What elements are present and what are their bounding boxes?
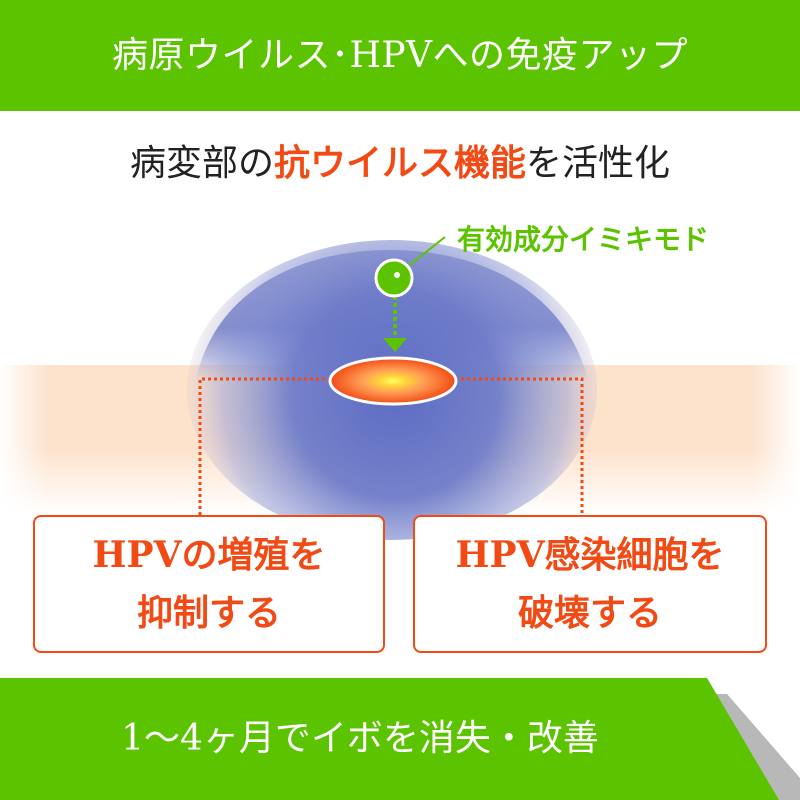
footer-banner xyxy=(0,678,779,800)
ingredient-label: 有効成分イミキモド xyxy=(457,223,709,256)
effect-box-destroy-line1: HPV感染細胞を xyxy=(455,534,725,576)
subtitle: 病変部の抗ウイルス機能を活性化 xyxy=(0,134,800,186)
effect-box-destroy: HPV感染細胞を 破壊する xyxy=(413,515,767,653)
ingredient-particle-dot xyxy=(394,272,400,278)
lesion xyxy=(328,356,458,406)
ingredient-arrow-head xyxy=(383,338,407,352)
subtitle-prefix: 病変部の xyxy=(129,143,274,184)
effect-box-destroy-line2: 破壊する xyxy=(517,592,662,634)
connector-right xyxy=(455,377,584,515)
effect-box-suppress-line2: 抑制する xyxy=(136,592,281,634)
page-title: 病原ウイルス･HPVへの免疫アップ xyxy=(111,35,689,76)
ingredient-particle xyxy=(374,258,414,298)
footer-text: 1〜4ヶ月でイボを消失・改善 xyxy=(121,718,599,759)
subtitle-suffix: を活性化 xyxy=(526,143,671,184)
header-banner: 病原ウイルス･HPVへの免疫アップ xyxy=(0,0,800,111)
effect-box-suppress-line1: HPVの増殖を xyxy=(92,534,326,576)
subtitle-highlight: 抗ウイルス機能 xyxy=(273,142,526,184)
effect-box-suppress: HPVの増殖を 抑制する xyxy=(33,515,385,653)
connector-left xyxy=(198,377,332,515)
